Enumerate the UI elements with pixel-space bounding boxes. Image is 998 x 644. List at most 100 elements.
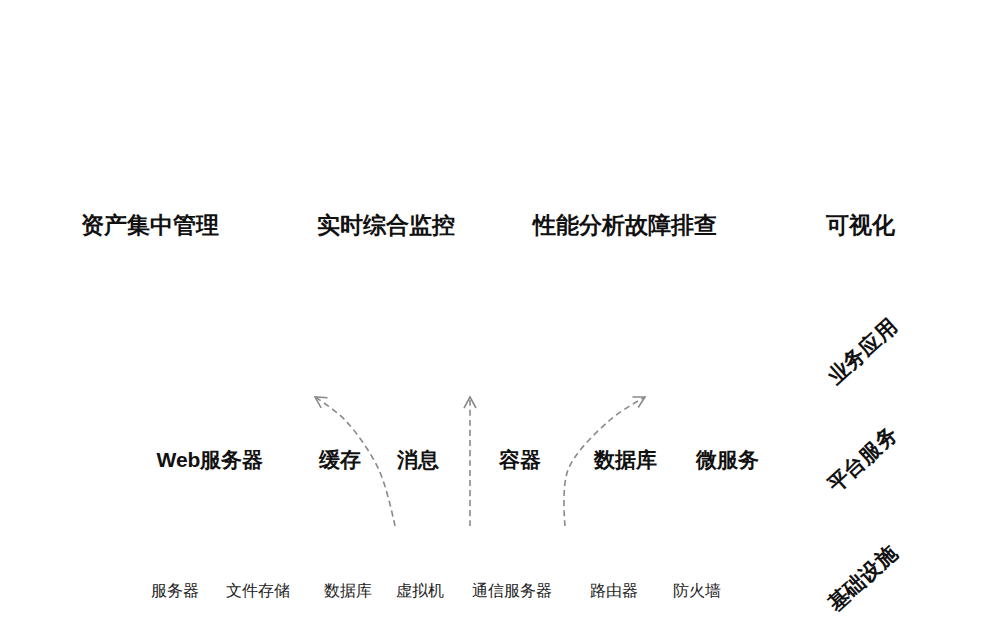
- feature-label: 实时综合监控: [317, 212, 455, 240]
- layer-band: 基础设施服务器文件存储数据库虚拟机通信服务器路由器防火墙: [30, 526, 972, 618]
- router-icon: [595, 553, 635, 567]
- list-bar: [130, 114, 182, 126]
- storage-cube: [231, 541, 255, 569]
- layer-band: Web服务器缓存消息容器数据库微服务平台服务: [30, 411, 972, 503]
- router-antenna: [601, 541, 629, 553]
- chart-bar: [848, 112, 854, 120]
- cloud-outline: [95, 571, 755, 603]
- chart-bar: [733, 347, 738, 354]
- list-bar: [130, 98, 182, 110]
- item-label: Web服务器: [157, 447, 264, 472]
- cloud-fill: [466, 542, 604, 604]
- tablet-icon: [372, 320, 404, 362]
- band-front: [30, 389, 880, 397]
- diamond-icon: [826, 80, 894, 146]
- list-dot: [115, 83, 126, 94]
- infrastructure-icons: [165, 532, 715, 576]
- diamond-outline: [305, 52, 467, 171]
- server-icon: [165, 533, 189, 573]
- layer-title: 业务应用: [822, 314, 901, 389]
- gear-icon: [613, 74, 669, 129]
- diamond-group: [69, 52, 231, 171]
- firewall-shield: [675, 533, 715, 575]
- diamond-group: [305, 52, 467, 171]
- rack-slot: [494, 551, 548, 555]
- item-label: 文件存储: [226, 581, 290, 600]
- monitor-icon: [583, 331, 631, 363]
- gear-hole: [605, 124, 618, 137]
- item-label: 缓存: [319, 447, 361, 472]
- chart-bar: [868, 96, 874, 120]
- feature-label: 性能分析故障排查: [533, 212, 717, 240]
- infrastructure-cloud: 服务器文件存储数据库虚拟机通信服务器路由器防火墙: [95, 533, 795, 605]
- vm-screen: [408, 545, 432, 560]
- feature-label: 可视化: [826, 212, 895, 240]
- feature-diamond: 资产集中管理: [40, 32, 260, 247]
- band-side: [880, 305, 970, 397]
- diamond-group: [779, 52, 941, 171]
- chart-bar: [742, 342, 747, 354]
- board-top: [826, 80, 894, 86]
- band-shape: [30, 305, 972, 397]
- monitor-base: [252, 362, 288, 365]
- list-dot: [115, 131, 126, 142]
- item-label: 防火墙: [673, 581, 721, 600]
- band-face: [30, 305, 970, 389]
- band-front: [30, 495, 880, 503]
- diamond-outline: [779, 52, 941, 171]
- diamond-outline: [544, 52, 706, 171]
- screen-icon: [710, 325, 762, 355]
- item-label: 容器: [499, 447, 541, 472]
- feature-diamond: 性能分析故障排查: [515, 32, 735, 247]
- storage-cone: [257, 541, 285, 567]
- dashed-arrow: [315, 397, 395, 526]
- layer-band: 业务应用: [30, 305, 972, 397]
- vm-cloud: [409, 532, 431, 539]
- database-band: [332, 551, 366, 555]
- dashed-arrow: [469, 397, 471, 526]
- database-band: [332, 561, 366, 565]
- gear-icon: [598, 87, 615, 105]
- item-label: 通信服务器: [472, 581, 552, 600]
- item-label: 路由器: [590, 581, 638, 600]
- screen-line: [496, 353, 510, 355]
- divider-line: [15, 266, 958, 268]
- rack-slot: [494, 566, 548, 570]
- list-bar: [130, 130, 182, 142]
- monitor-icon: [235, 322, 305, 358]
- diamond-group: [544, 52, 706, 171]
- app-icons: [235, 320, 771, 365]
- vm-icon: [400, 533, 440, 573]
- band-side: [880, 411, 970, 503]
- gear-icon: [595, 114, 628, 147]
- gear-hole: [604, 93, 610, 99]
- monitor-arc: [363, 89, 409, 133]
- diamond-icon: [595, 74, 669, 146]
- screen-icon: [471, 328, 535, 358]
- tablet-icon: [628, 322, 653, 362]
- cloud-fill: [96, 572, 754, 602]
- tablet-button: [384, 356, 392, 358]
- rack-icon: [490, 539, 552, 573]
- feature-diamond: 实时综合监控: [276, 32, 496, 247]
- cloud-outline: [465, 541, 605, 605]
- gear-hole: [628, 89, 654, 115]
- diamond-icon: [115, 82, 183, 142]
- database-bottom: [332, 566, 366, 576]
- vm-keyboard: [403, 560, 437, 564]
- board-legs: [846, 126, 874, 146]
- rack-slot: [494, 558, 548, 562]
- firewall-cross: [683, 543, 707, 569]
- layer-title: 基础设施: [822, 541, 901, 616]
- list-dot: [115, 115, 126, 126]
- band-front: [30, 610, 880, 618]
- chart-screen: [725, 333, 771, 359]
- list-dot: [115, 99, 126, 110]
- chart-bar: [858, 104, 864, 120]
- item-label: 服务器: [151, 581, 199, 600]
- server-panel: [169, 537, 185, 565]
- rack-slot: [494, 543, 548, 547]
- monitor-arc: [350, 80, 422, 148]
- feature-diamond: 可视化: [750, 32, 970, 247]
